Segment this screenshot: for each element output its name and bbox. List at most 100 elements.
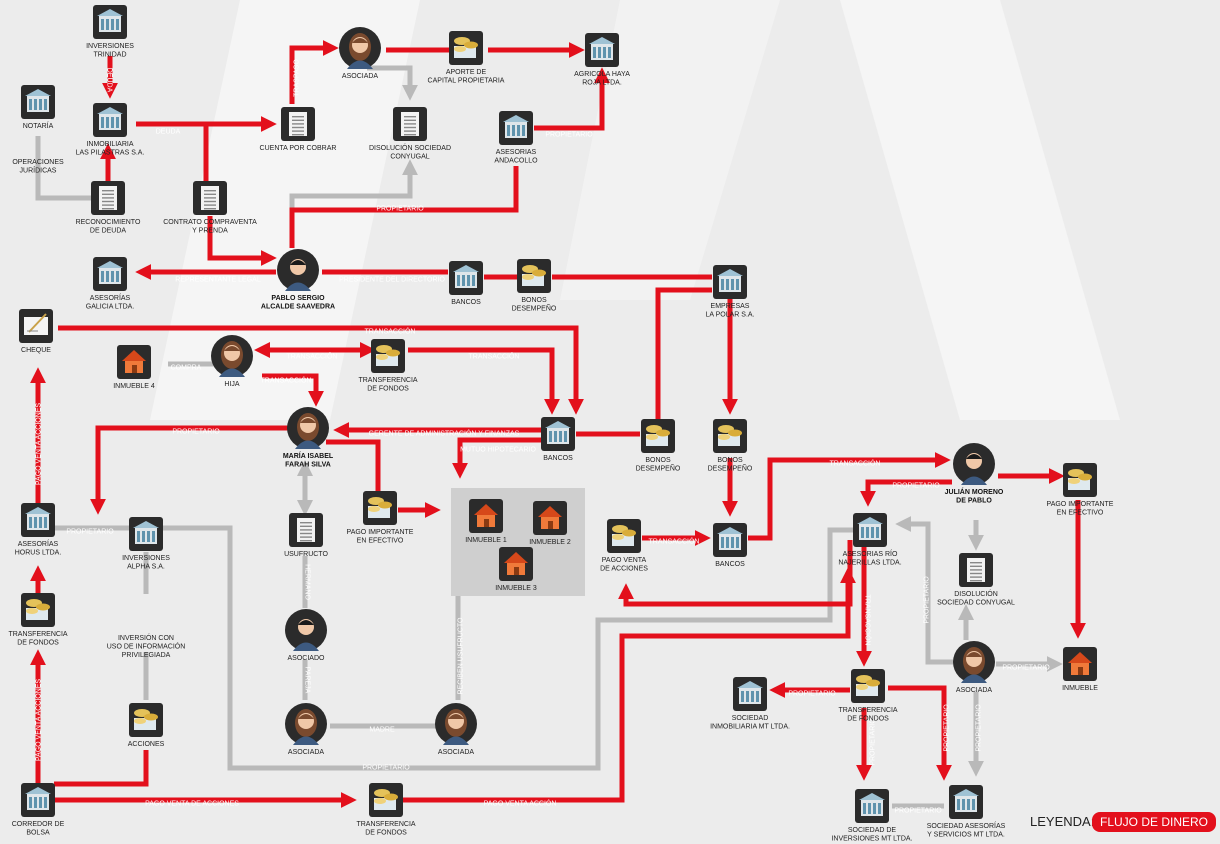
node-label: CAPITAL PROPIETARIA	[428, 78, 505, 85]
node-label: ASOCIADA	[956, 687, 993, 694]
node-usufructo: USUFRUCTO	[284, 513, 328, 558]
building-icon	[713, 523, 747, 557]
node-label: CORREDOR DE	[12, 821, 65, 828]
node-label: CUENTA POR COBRAR	[260, 145, 337, 152]
node-label: DE FONDOS	[847, 716, 889, 723]
person-icon	[435, 703, 477, 745]
node-label: USO DE INFORMACIÓN	[107, 642, 186, 651]
node-label: BANCOS	[715, 561, 745, 568]
legend: LEYENDA: FLUJO DE DINERO	[1030, 812, 1216, 832]
node-label: INVERSIÓN CON	[118, 633, 174, 642]
node-asociada-right: ASOCIADA	[953, 641, 995, 694]
building-icon	[93, 5, 127, 39]
person-icon	[285, 609, 327, 651]
node-label: DESEMPEÑO	[708, 464, 753, 473]
node-label: ASOCIADA	[342, 73, 379, 80]
coins-icon	[369, 783, 403, 817]
edge-label-propietario-r1: PROPIETARIO	[944, 704, 951, 752]
house-icon	[1063, 647, 1097, 681]
node-asesorias-andacollo: ASESORIAS ANDACOLLO	[494, 111, 538, 165]
person-icon	[953, 641, 995, 683]
doc-icon	[281, 107, 315, 141]
node-operaciones: OPERACIONESJURÍDICAS	[12, 159, 64, 175]
node-label: EN EFECTIVO	[1057, 510, 1104, 517]
person-icon	[339, 27, 381, 69]
node-label: ACCIONES	[128, 741, 165, 748]
coins-icon	[517, 259, 551, 293]
node-inmueble2: INMUEBLE 2	[529, 501, 571, 546]
node-label: Y PRENDA	[192, 228, 228, 235]
edge-label-propietario-sim: PROPIETARIO	[788, 691, 836, 698]
edge-label-propietario-asoc: PROPIETARIO	[924, 576, 931, 624]
edge-label-traspaso: TRASPASO	[294, 59, 301, 97]
edge-label-propietario-andacollo: PROPIETARIO	[545, 132, 593, 139]
node-label: NOTARÍA	[23, 121, 54, 130]
node-label: TRANSFERENCIA	[358, 377, 417, 384]
node-label: ASESORIAS	[496, 149, 537, 156]
node-transf-fondos1: TRANSFERENCIADE FONDOS	[358, 339, 417, 393]
node-label: SOCIEDAD ASESORÍAS	[927, 821, 1006, 830]
node-label: DISOLUCIÓN	[954, 589, 998, 598]
node-label: EN EFECTIVO	[357, 538, 404, 545]
node-label: ALPHA S.A.	[127, 564, 165, 571]
node-label: BONOS	[521, 297, 547, 304]
node-bancos3: BANCOS	[713, 523, 747, 568]
node-label: BANCOS	[543, 455, 573, 462]
node-label: FARAH SILVA	[285, 462, 331, 469]
building-icon	[585, 33, 619, 67]
edge-label-pareja: PAREJA	[304, 667, 311, 694]
node-label: LA POLAR S.A.	[705, 312, 754, 319]
node-inversiones-trinidad: INVERSIONESTRINIDAD	[86, 5, 134, 59]
node-label: DISOLUCIÓN SOCIEDAD	[369, 143, 451, 152]
person-icon	[285, 703, 327, 745]
building-icon	[21, 783, 55, 817]
edge-label-propietario-mid: PROPIETARIO	[376, 206, 424, 213]
node-label: ASOCIADA	[438, 749, 475, 756]
edge-label-hermano: HERMANO	[304, 564, 311, 600]
node-label: PAGO IMPORTANTE	[1047, 501, 1114, 508]
node-transf-fondos-left: TRANSFERENCIADE FONDOS	[8, 593, 67, 647]
node-bancos1: BANCOS	[449, 261, 483, 306]
coins-icon	[363, 491, 397, 525]
house-icon	[499, 547, 533, 581]
doc-icon	[193, 181, 227, 215]
node-label: DE DEUDA	[90, 228, 127, 235]
legend-item: FLUJO DE DINERO	[1100, 815, 1208, 829]
edge-label-propietario-julian: PROPIETARIO	[892, 483, 940, 490]
node-label: DE FONDOS	[365, 830, 407, 837]
node-acciones: ACCIONES	[128, 703, 165, 748]
node-label: HIJA	[224, 381, 240, 388]
node-label: TRANSFERENCIA	[356, 821, 415, 828]
edge-label-propietario-inmueble: PROPIETARIO	[1002, 665, 1050, 672]
node-label: SOCIEDAD	[732, 715, 769, 722]
edge-label-propietario-sim2: PROPIETARIO	[870, 718, 877, 766]
edge-label-transaccion-pva: TRANSACCIÓN	[649, 537, 700, 546]
node-label: BONOS	[717, 457, 743, 464]
edge-label-compra: COMPRA	[171, 365, 202, 372]
node-transf-fondos-bottom: TRANSFERENCIA DE FONDOS	[356, 783, 415, 837]
coins-icon	[1063, 463, 1097, 497]
house-icon	[117, 345, 151, 379]
edge-label-pago-venta-accion: PAGO VENTA ACCIÓN	[484, 799, 557, 808]
house-icon	[469, 499, 503, 533]
node-label: JULIÁN MORENO	[945, 487, 1004, 496]
node-label: APORTE DE	[446, 69, 487, 76]
node-reconocimiento: RECONOCIMIENTODE DEUDA	[76, 181, 141, 235]
node-label: INMUEBLE	[1062, 685, 1098, 692]
edge-label-propietario-horus: PROPIETARIO	[66, 529, 114, 536]
coins-icon	[641, 419, 675, 453]
node-label: Y SERVICIOS MT LTDA.	[927, 832, 1005, 839]
node-label: AGRICOLA HAYA	[574, 71, 630, 78]
node-label: ALCALDE SAAVEDRA	[261, 304, 335, 311]
building-icon	[541, 417, 575, 451]
node-label: JURÍDICAS	[20, 166, 57, 175]
node-label: DE ACCIONES	[600, 566, 648, 573]
node-label: ANDACOLLO	[494, 158, 538, 165]
node-label: INVERSIONES	[86, 43, 134, 50]
node-label: CHEQUE	[21, 347, 51, 354]
